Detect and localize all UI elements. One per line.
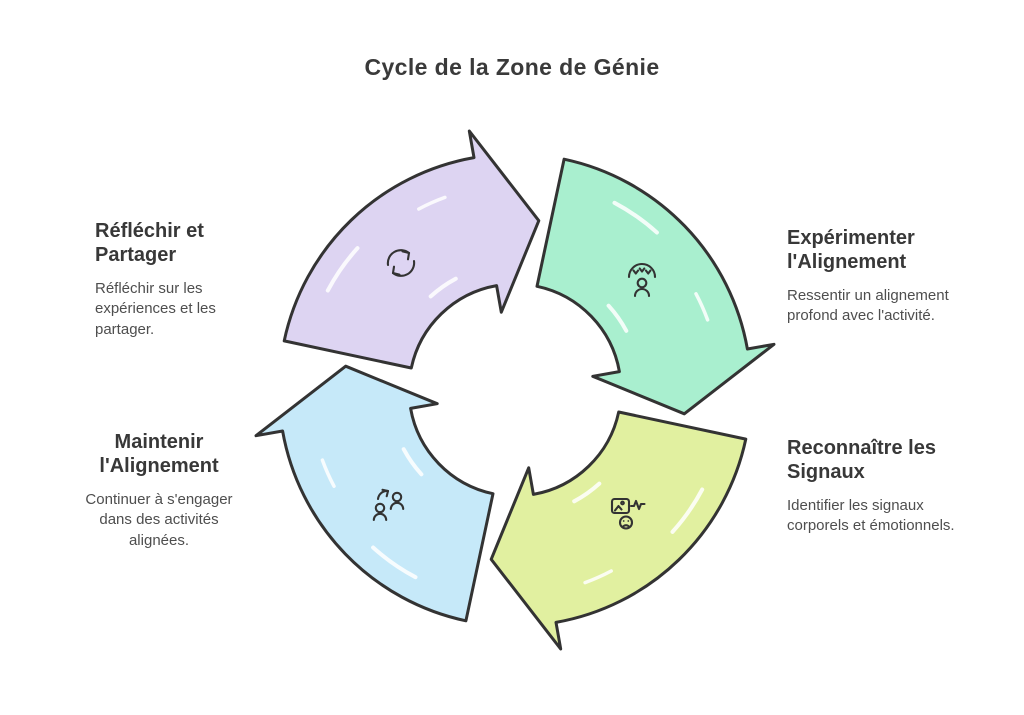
hand-drawn-texture [583, 569, 613, 585]
hand-drawn-texture [401, 447, 424, 477]
step-heading: Expérimenter l'Alignement [787, 227, 915, 274]
person-alignment-icon [627, 262, 657, 298]
hand-drawn-texture [325, 246, 360, 293]
hand-drawn-texture [428, 276, 458, 299]
hand-drawn-texture [612, 200, 659, 235]
ring-segment-reflechir-partager [282, 129, 541, 370]
ring-segment-experimenter-alignement [535, 157, 776, 416]
step-label-reflechir-partager: Réfléchir et Partager Réfléchir sur les … [95, 219, 245, 341]
signals-face-icon [610, 497, 646, 530]
hand-drawn-texture [694, 292, 710, 322]
hand-drawn-texture [371, 545, 418, 580]
page-title: Cycle de la Zone de Génie [364, 54, 660, 80]
hand-drawn-texture [572, 481, 602, 504]
hand-drawn-texture-layer [320, 195, 710, 585]
people-exchange-icon [372, 488, 405, 522]
hand-drawn-texture [606, 303, 629, 333]
step-heading: Reconnaître les Signaux [787, 437, 936, 484]
step-description: Ressentir un alignement profond avec l'a… [787, 286, 949, 325]
ring-segment-reconnaitre-signaux [489, 410, 748, 651]
step-description: Continuer à s'engager dans des activités… [85, 490, 233, 550]
ring-segments-layer [254, 129, 776, 651]
step-description: Réfléchir sur les expériences et les par… [95, 279, 216, 339]
step-label-reconnaitre-signaux: Reconnaître les Signaux Identifier les s… [787, 436, 983, 537]
cycle-refresh-icon [386, 249, 416, 277]
step-description: Identifier les signaux corporels et émot… [787, 496, 955, 535]
step-heading: Réfléchir et Partager [95, 220, 204, 267]
step-label-experimenter-alignement: Expérimenter l'Alignement Ressentir un a… [787, 226, 973, 327]
ring-segment-maintenir-alignement [254, 364, 495, 623]
hand-drawn-texture [417, 195, 447, 211]
step-label-maintenir-alignement: Maintenir l'Alignement Continuer à s'eng… [70, 430, 248, 552]
hand-drawn-texture [670, 487, 705, 534]
step-heading: Maintenir l'Alignement [99, 431, 219, 478]
hand-drawn-texture [320, 458, 336, 488]
